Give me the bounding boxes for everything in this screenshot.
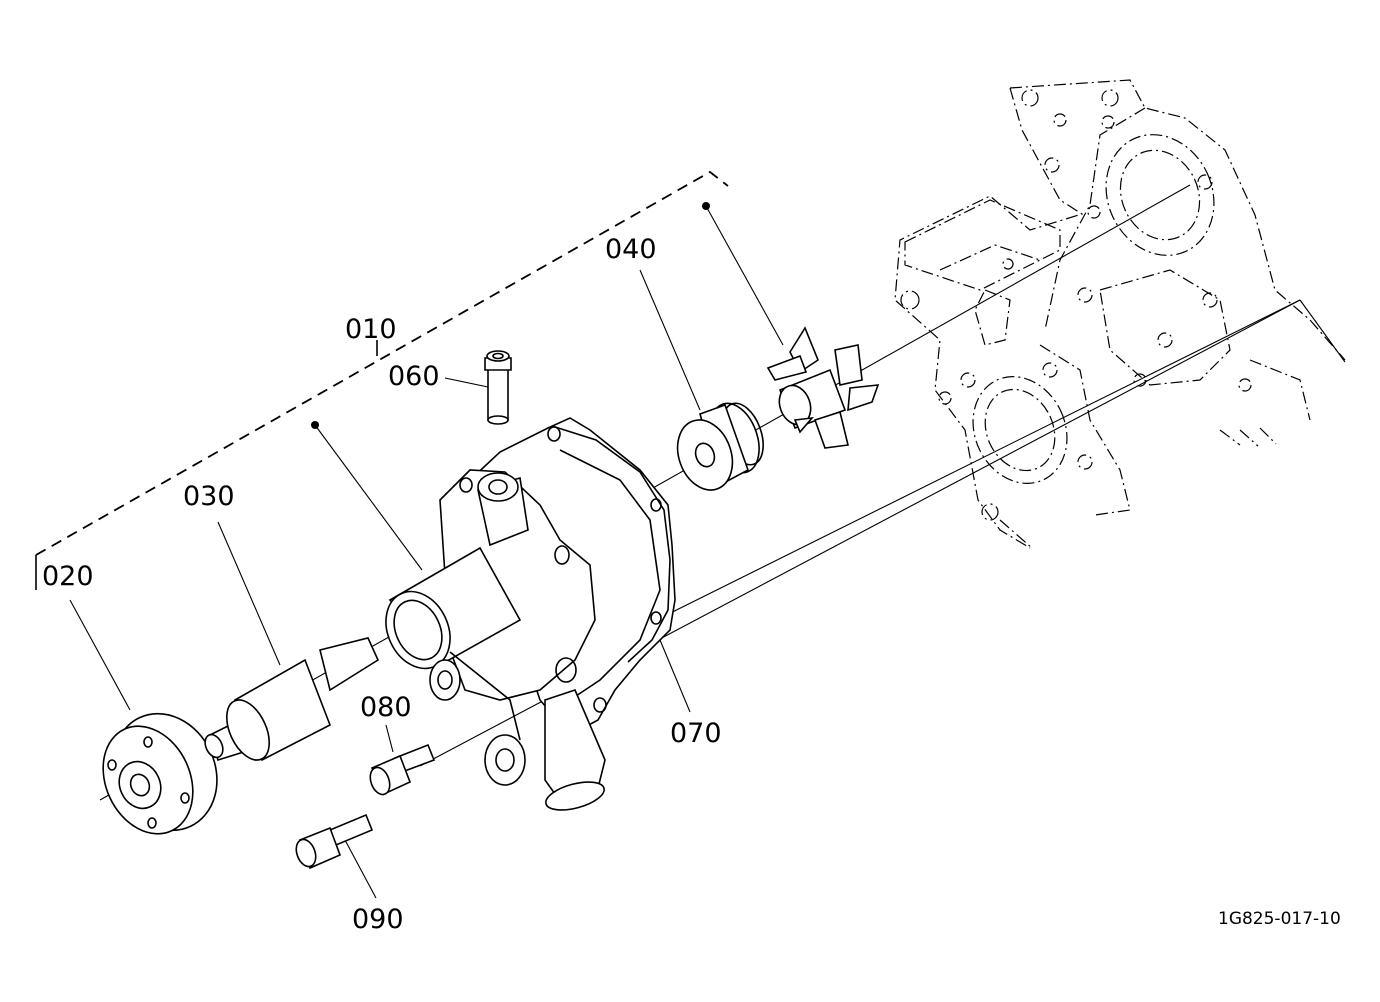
label-010: 010 xyxy=(345,314,397,345)
callout-leaders xyxy=(69,202,784,899)
drawing-ref-code: 1G825-017-10 xyxy=(1218,909,1341,929)
label-020: 020 xyxy=(42,561,94,592)
label-090: 090 xyxy=(352,904,404,935)
mechanical-seal xyxy=(676,402,764,491)
engine-block-outline xyxy=(894,79,1346,549)
pipe-fitting xyxy=(484,350,512,425)
impeller xyxy=(766,326,880,449)
water-pump-body xyxy=(385,417,676,811)
assembly-bracket-010 xyxy=(35,170,729,590)
label-030: 030 xyxy=(183,481,235,512)
leader-dot-010 xyxy=(311,421,319,429)
label-060: 060 xyxy=(388,361,440,392)
bolt-long xyxy=(295,813,374,870)
bolt-short xyxy=(369,743,436,796)
pulley-flange xyxy=(102,712,218,835)
bearing-shaft xyxy=(204,637,380,762)
gasket xyxy=(551,425,671,663)
label-080: 080 xyxy=(360,692,412,723)
label-070: 070 xyxy=(670,718,722,749)
leader-dot-impeller xyxy=(702,202,710,210)
label-040: 040 xyxy=(605,234,657,265)
